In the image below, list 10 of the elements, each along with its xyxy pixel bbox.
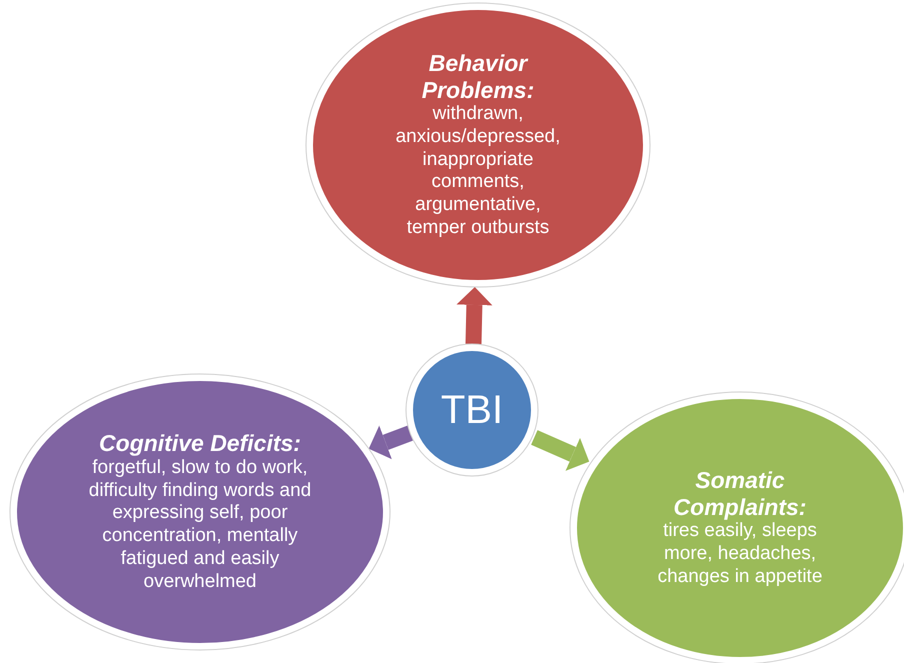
- category-heading: Behavior Problems:: [420, 50, 536, 104]
- category-heading: Somatic Complaints:: [672, 467, 808, 520]
- block-arrow: [368, 426, 413, 460]
- block-arrow: [531, 430, 590, 471]
- center-label: TBI: [440, 388, 504, 432]
- category-description: forgetful, slow to do work, difficulty finding words and expressing self, poor concentration, mentally fatigued and easily overwhelmed: [88, 456, 312, 594]
- category-description: withdrawn, anxious/depressed, inappropriate comments, argumentative, temper outbursts: [394, 103, 562, 240]
- category-description: tires easily, sleeps more, headaches, changes in appetite: [656, 520, 824, 589]
- block-arrow: [456, 286, 492, 344]
- category-heading: Cognitive Deficits:: [99, 430, 301, 457]
